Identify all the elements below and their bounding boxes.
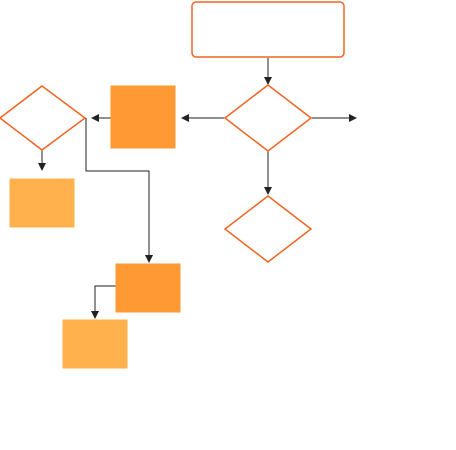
node-result-b[interactable] <box>62 319 128 369</box>
edge-process-b-to-result-b <box>91 285 116 319</box>
connector-group <box>38 58 357 319</box>
node-process-b[interactable] <box>115 263 181 313</box>
node-group <box>0 1 345 369</box>
node-decision-bottom[interactable] <box>223 195 313 263</box>
node-decision-main[interactable] <box>223 84 313 152</box>
node-result-a[interactable] <box>9 178 75 228</box>
node-decision-left[interactable] <box>0 85 87 151</box>
edge-decision-left-to-process-b <box>85 118 153 263</box>
node-process-a[interactable] <box>110 85 176 149</box>
node-start[interactable] <box>191 1 345 58</box>
